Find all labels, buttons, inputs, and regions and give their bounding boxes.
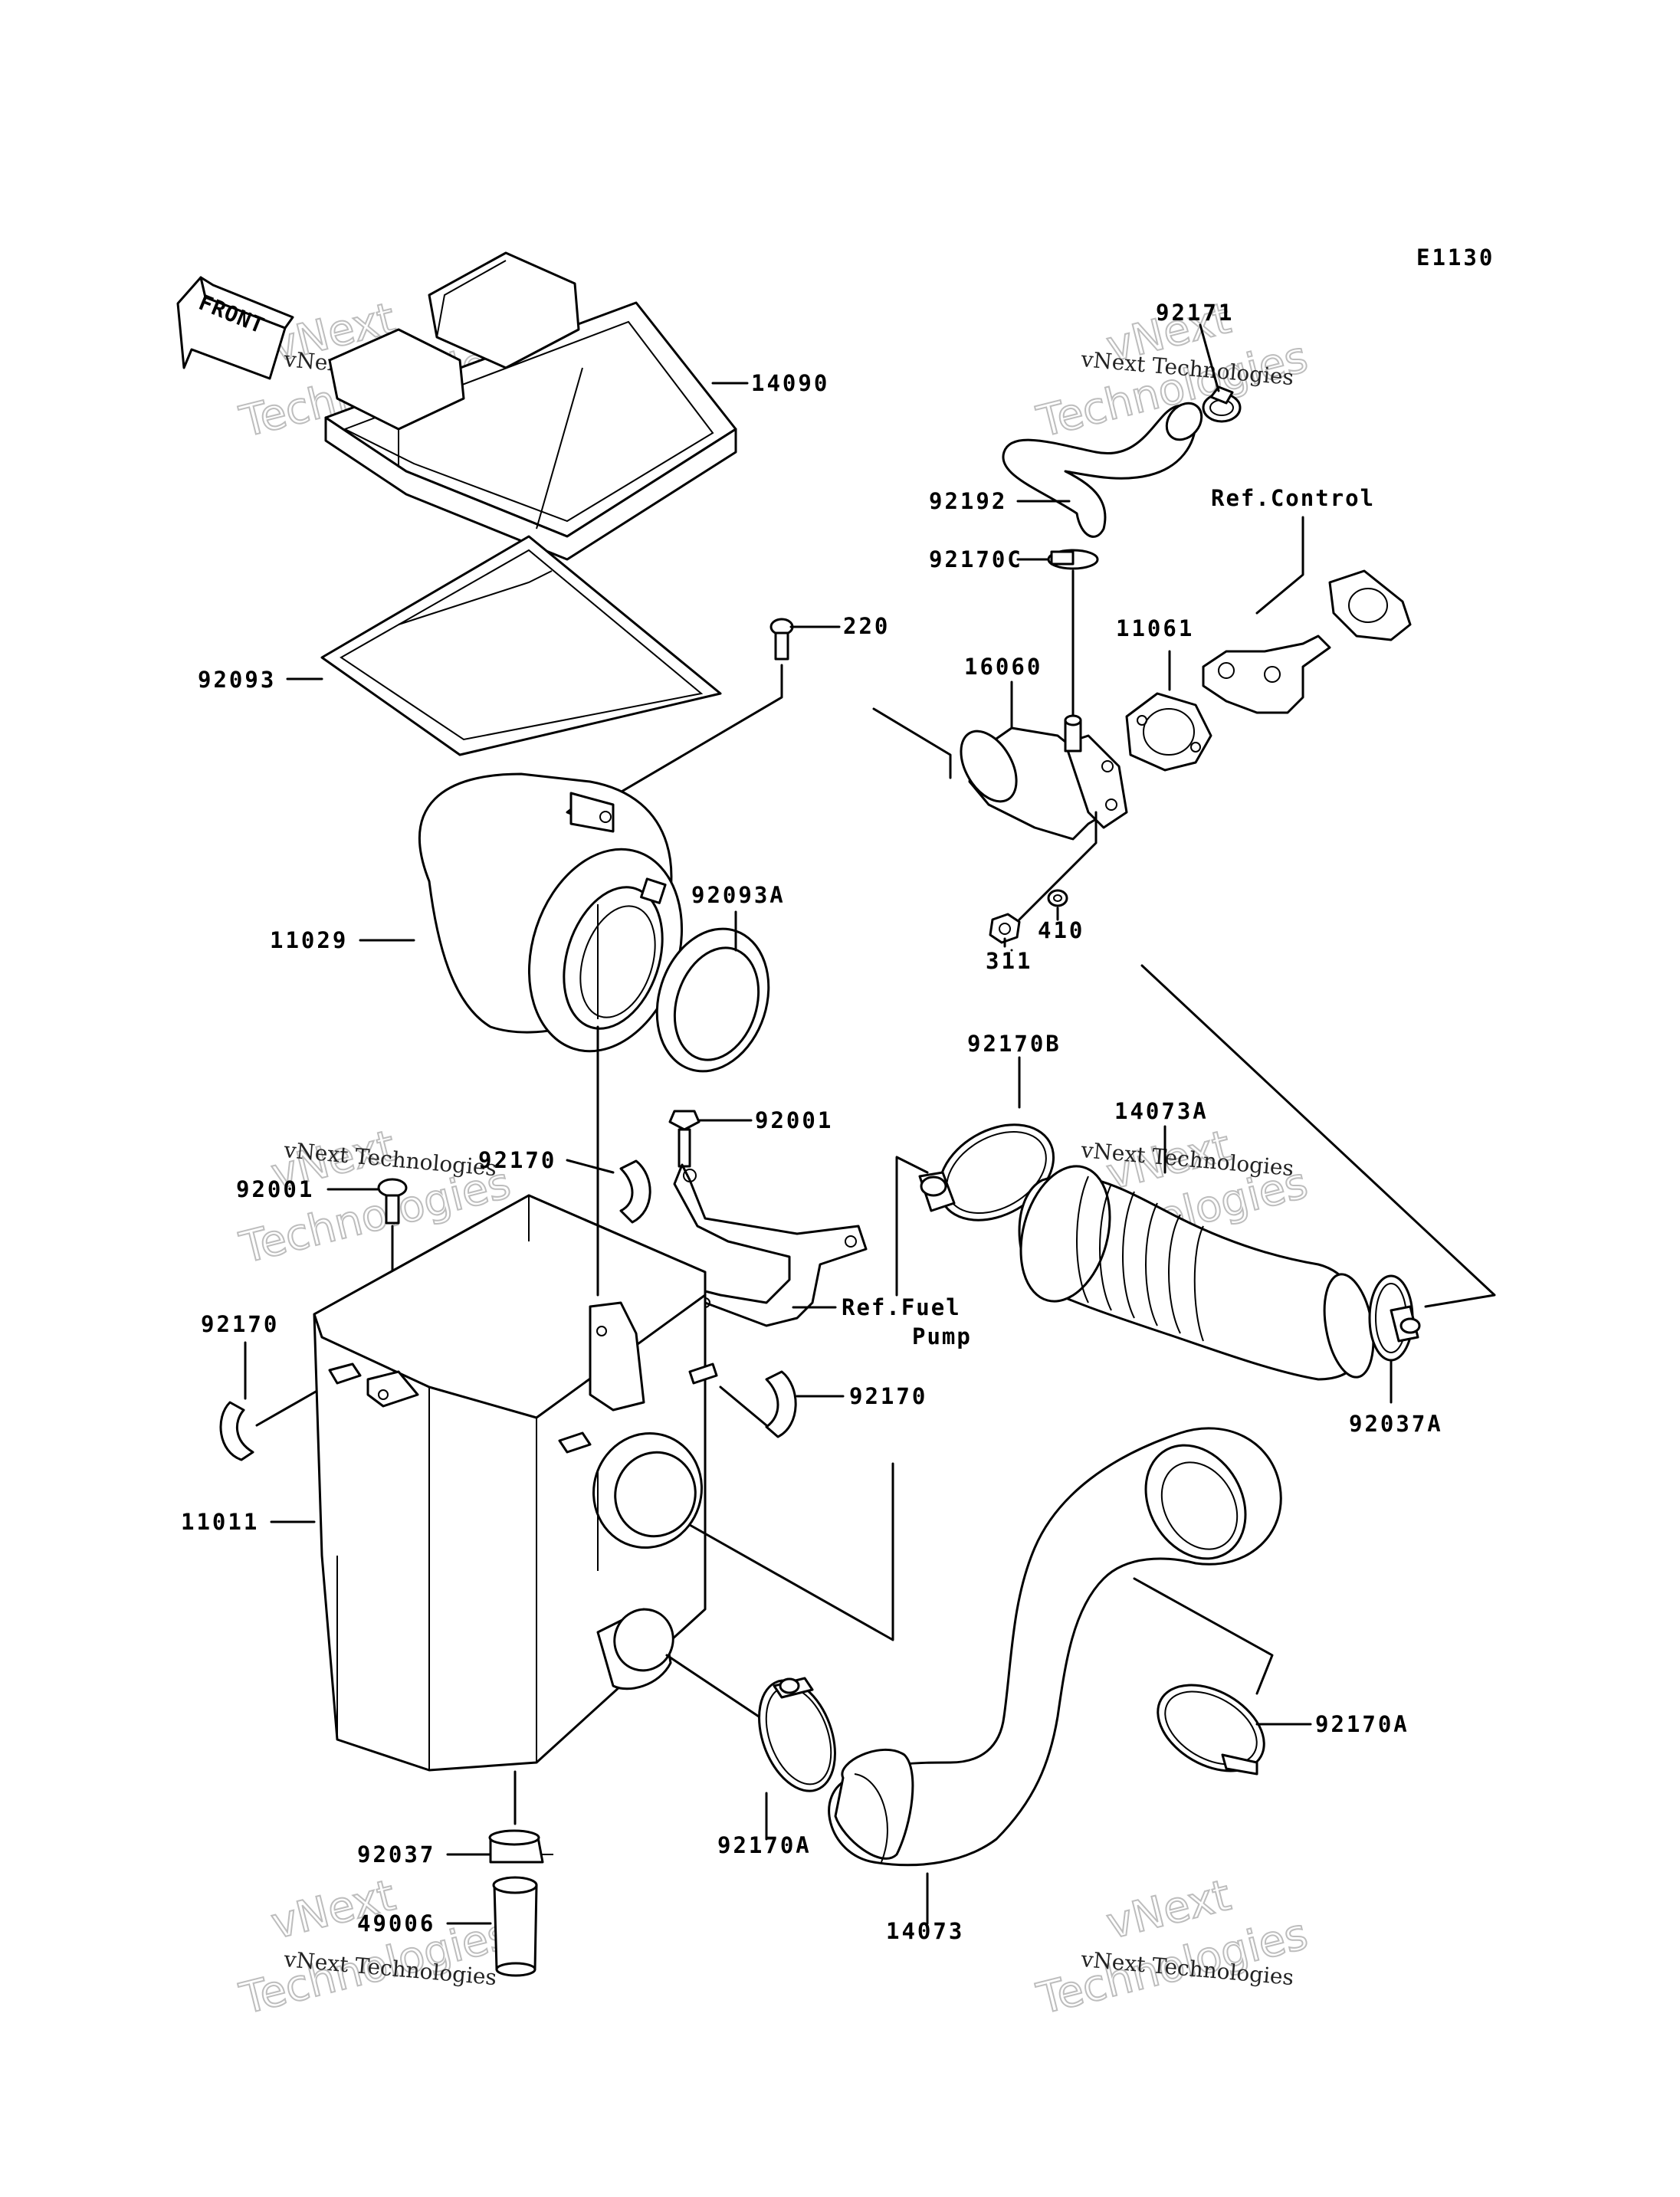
- label-92170A-right: 92170A: [1315, 1711, 1409, 1737]
- bolt-92001-left: [377, 1178, 408, 1225]
- bolt-92001-right: [668, 1110, 701, 1168]
- watermark-bottom-right: vNext Technologies vNext Technologies: [1032, 1870, 1314, 2025]
- label-11029: 11029: [270, 927, 348, 953]
- label-92001-right: 92001: [755, 1107, 833, 1133]
- duct-14073: [828, 1427, 1282, 1867]
- clamp-92170A-right: [1157, 1684, 1265, 1776]
- label-92170-center: 92170: [478, 1147, 556, 1173]
- label-49006: 49006: [357, 1910, 435, 1936]
- nut-311: [989, 913, 1021, 944]
- drain-tube-49006: [492, 1876, 538, 1977]
- front-arrow-icon: FRONT: [176, 276, 294, 380]
- washer-410: [1047, 889, 1068, 907]
- guide-outlet: [688, 1462, 894, 1641]
- clamp-92171: [1202, 385, 1242, 423]
- air-cleaner-housing: [313, 1194, 718, 1772]
- clamp-92037: [488, 1829, 553, 1864]
- ref-fuel-pump-line1: Ref.Fuel: [842, 1294, 961, 1320]
- label-92170C: 92170C: [929, 546, 1023, 572]
- label-11011: 11011: [181, 1509, 259, 1535]
- label-16060: 16060: [964, 654, 1042, 680]
- leader-92170-right-b: [719, 1385, 768, 1427]
- ref-control: Ref.Control: [1211, 485, 1375, 511]
- label-220: 220: [843, 613, 890, 639]
- clamp-92170A-lower: [758, 1677, 836, 1792]
- leader-410-path: [1018, 811, 1098, 921]
- air-cleaner-cover: [324, 251, 737, 561]
- leader-ref-control: [1255, 535, 1304, 615]
- diagram-code: E1130: [1416, 244, 1495, 271]
- screw-220: [769, 618, 794, 661]
- leader-16060-b: [872, 707, 952, 779]
- clip-92170-right: [765, 1370, 797, 1438]
- label-92001-left: 92001: [236, 1176, 314, 1202]
- clamp-92170B: [918, 1123, 1055, 1221]
- gasket-92093: [320, 535, 722, 756]
- seal-ring-92093A: [655, 927, 770, 1073]
- label-92170A-lower: 92170A: [717, 1832, 812, 1858]
- clip-92170-center: [619, 1159, 651, 1224]
- label-92171: 92171: [1156, 300, 1234, 326]
- label-11061: 11061: [1116, 615, 1194, 641]
- air-filter-element: [418, 772, 684, 1053]
- duct-14073A: [1018, 1165, 1375, 1381]
- label-92093: 92093: [198, 667, 276, 693]
- leader-92170A-right-b: [1133, 1577, 1274, 1695]
- control-bracket: [1202, 569, 1412, 714]
- label-92093A: 92093A: [691, 882, 786, 908]
- label-92192: 92192: [929, 488, 1007, 514]
- leader-92037A-b: [1140, 964, 1496, 1308]
- label-14073: 14073: [886, 1918, 964, 1944]
- label-92170-left: 92170: [201, 1311, 279, 1337]
- leader-92170B-b: [895, 1156, 929, 1297]
- label-14073A: 14073A: [1114, 1098, 1209, 1124]
- label-92037: 92037: [357, 1841, 435, 1867]
- label-92037A: 92037A: [1349, 1411, 1443, 1437]
- leader-92170-center: [566, 1159, 615, 1174]
- label-92170B: 92170B: [967, 1031, 1061, 1057]
- hose-92192: [1002, 402, 1203, 538]
- duct-16060: [960, 714, 1128, 841]
- ref-fuel-pump-line2: Pump: [912, 1323, 972, 1349]
- label-92170-right: 92170: [849, 1383, 927, 1409]
- leader-92171: [1199, 323, 1220, 392]
- label-311: 311: [986, 948, 1032, 974]
- label-410: 410: [1038, 917, 1084, 943]
- watermark-bottom-left: vNext Technologies vNext Technologies: [235, 1870, 517, 2025]
- gasket-11061: [1125, 692, 1212, 772]
- clamp-92037A: [1368, 1274, 1421, 1362]
- label-14090: 14090: [751, 370, 829, 396]
- clip-92170-left: [219, 1401, 254, 1461]
- clamp-92170C: [1047, 549, 1099, 570]
- leader-220-b: [585, 664, 783, 814]
- leader-92170A-lower-b: [665, 1654, 760, 1718]
